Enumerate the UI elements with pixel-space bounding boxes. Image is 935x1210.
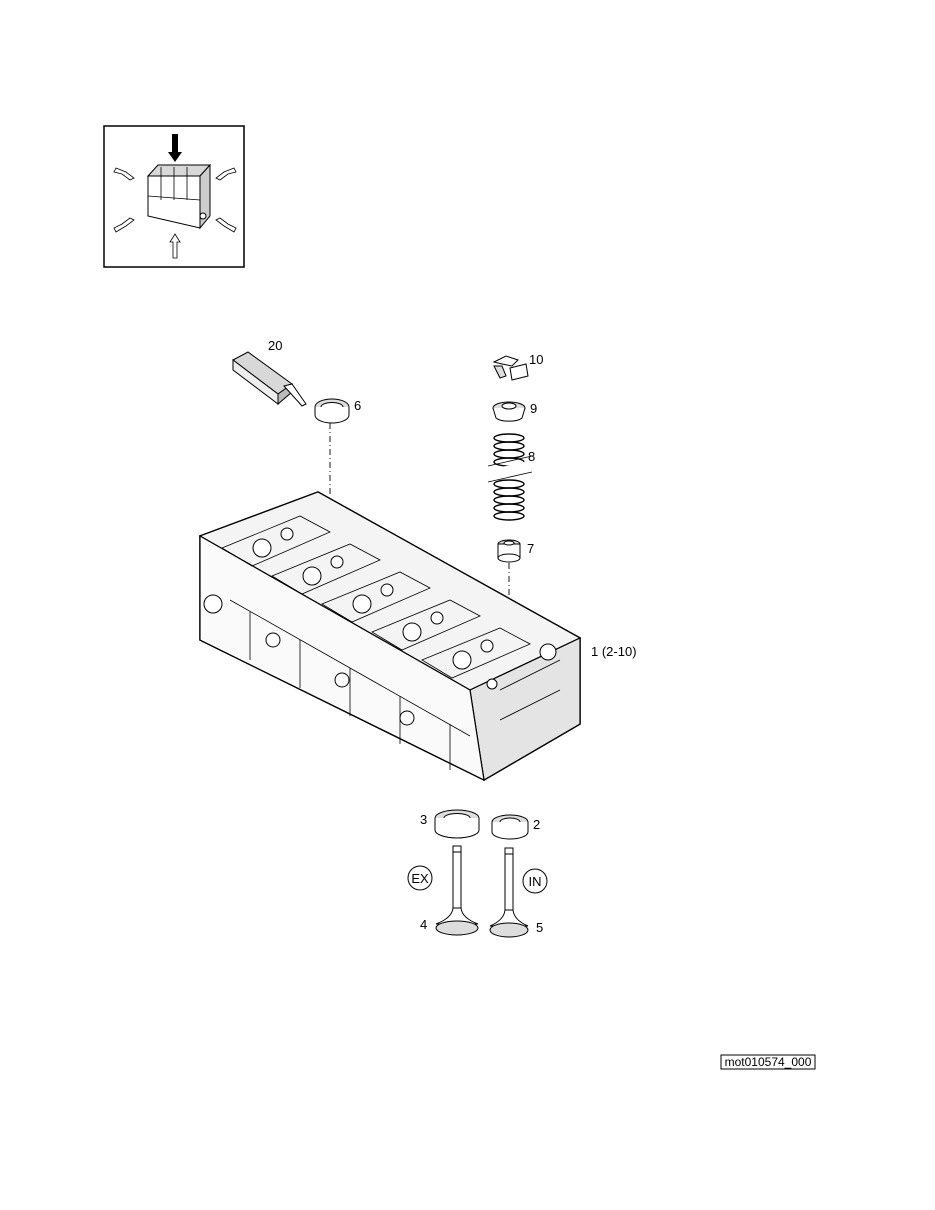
seal-ring [314,398,350,424]
valve-stem-seal [497,539,521,563]
intake-badge: IN [522,868,548,894]
part-label-7: 7 [527,541,534,556]
intake-valve [489,847,529,938]
exhaust-badge-text: EX [411,871,429,886]
exhaust-valve [435,845,479,936]
part-label-6: 6 [354,398,361,413]
part-label-1: 1 (2-10) [591,644,637,659]
pressure-arrows [113,134,237,259]
figure-code: mot010574_000 [725,1055,812,1069]
figure-code-box: mot010574_000 [720,1054,816,1070]
valve-collets [492,355,529,381]
part-label-2: 2 [533,817,540,832]
spring-retainer [492,401,526,422]
part-label-9: 9 [530,401,537,416]
intake-valve-seat [491,814,529,840]
valve-spring [487,433,533,521]
part-label-5: 5 [536,920,543,935]
block-icon [146,163,212,230]
cylinder-head [198,491,582,782]
part-label-4: 4 [420,917,427,932]
exhaust-valve-seat [434,809,480,839]
inset-panel [103,125,245,268]
sealant-tube [232,351,307,407]
part-label-3: 3 [420,812,427,827]
exhaust-badge: EX [407,865,433,891]
intake-badge-text: IN [529,874,542,889]
part-label-8: 8 [528,449,535,464]
part-label-20: 20 [268,338,282,353]
part-label-10: 10 [529,352,543,367]
